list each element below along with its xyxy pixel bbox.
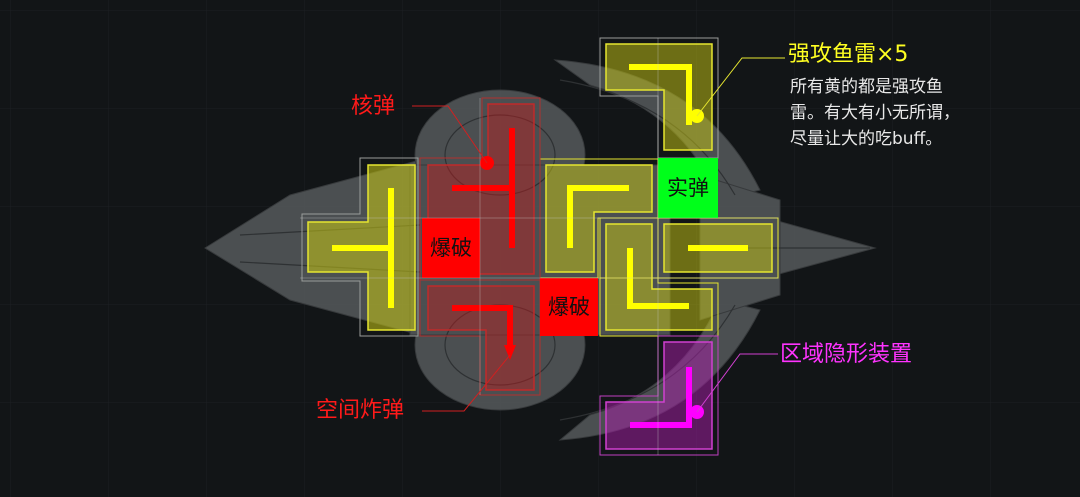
torpedo-callout-title: 强攻鱼雷×5	[788, 42, 909, 67]
blast-tile-center[interactable]	[540, 278, 598, 336]
torpedo-desc-line-2: 雷。有大有小无所谓，	[790, 103, 960, 123]
torpedo-desc-line-1: 所有黄的都是强攻鱼	[790, 77, 943, 97]
cloak-leader-line	[696, 353, 778, 413]
live-ammo-tile-label: 实弹	[667, 175, 709, 200]
torpedo-desc-line-3: 尽量让大的吃buff。	[790, 129, 943, 149]
blast-tile-center-label: 爆破	[548, 294, 590, 319]
blast-tile-left-label: 爆破	[430, 235, 472, 260]
cloak-module[interactable]	[599, 335, 719, 456]
live-ammo-tile[interactable]	[658, 158, 718, 218]
torpedo-callout-description: 所有黄的都是强攻鱼 雷。有大有小无所谓， 尽量让大的吃buff。	[790, 74, 1010, 152]
space-bomb-module[interactable]	[419, 279, 541, 396]
nuke-callout-label: 核弹	[351, 94, 396, 119]
torpedo-module-top-right[interactable]	[599, 37, 719, 159]
slot-grid-lines	[300, 38, 778, 455]
space-bomb-leader-line	[422, 354, 511, 412]
nuke-leader-line	[412, 105, 488, 164]
torpedo-module-center-right[interactable]	[599, 217, 779, 279]
cloak-callout-label: 区域隐形装置	[780, 342, 913, 367]
space-bomb-callout-label: 空间炸弹	[316, 398, 405, 423]
torpedo-module-left-cross[interactable]	[301, 157, 419, 337]
blast-tile-left[interactable]	[422, 218, 480, 278]
torpedo-leader-line	[696, 57, 785, 117]
torpedo-module-center-lower[interactable]	[599, 217, 719, 337]
